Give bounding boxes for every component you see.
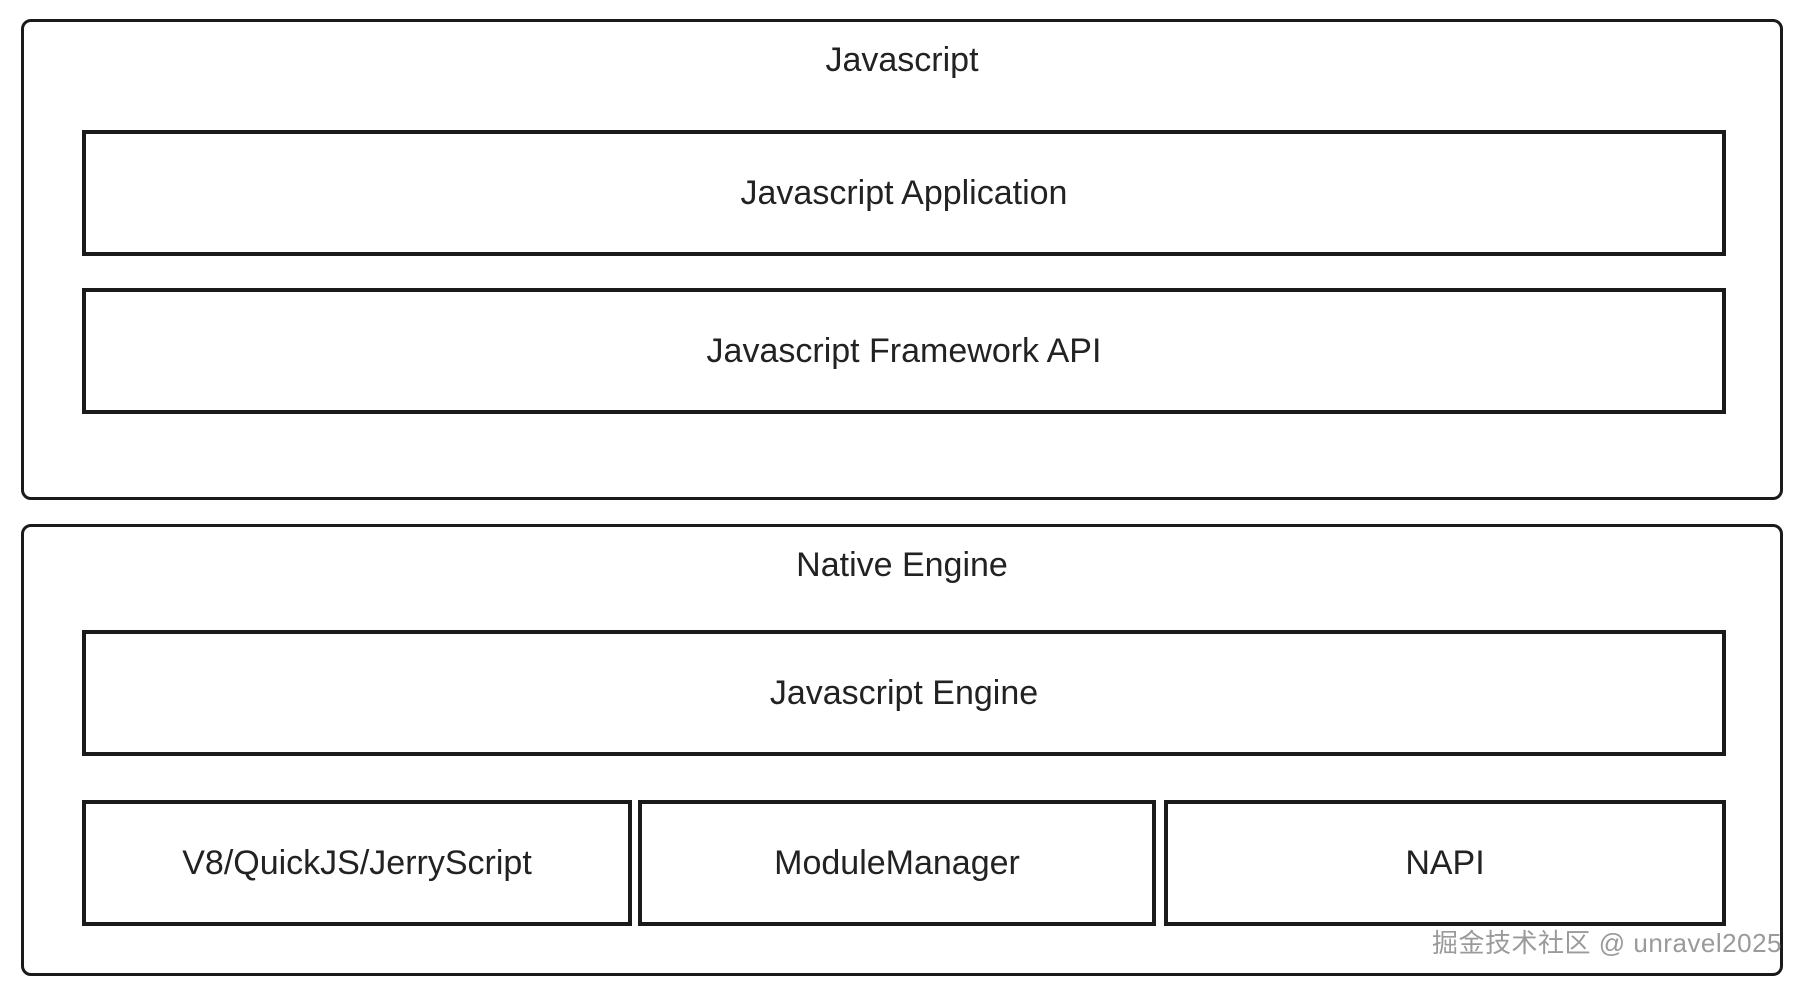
javascript-framework-api-block: Javascript Framework API	[82, 288, 1726, 414]
v8-quickjs-jerryscript-block: V8/QuickJS/JerryScript	[82, 800, 632, 926]
native-engine-layer-title: Native Engine	[796, 546, 1008, 584]
napi-block: NAPI	[1164, 800, 1726, 926]
javascript-layer-title: Javascript	[825, 41, 979, 79]
javascript-engine-block: Javascript Engine	[82, 630, 1726, 756]
javascript-application-block: Javascript Application	[82, 130, 1726, 256]
watermark-text: 掘金技术社区 @ unravel2025	[1432, 928, 1782, 958]
module-manager-block: ModuleManager	[638, 800, 1156, 926]
javascript-layer: Javascript	[21, 19, 1783, 500]
